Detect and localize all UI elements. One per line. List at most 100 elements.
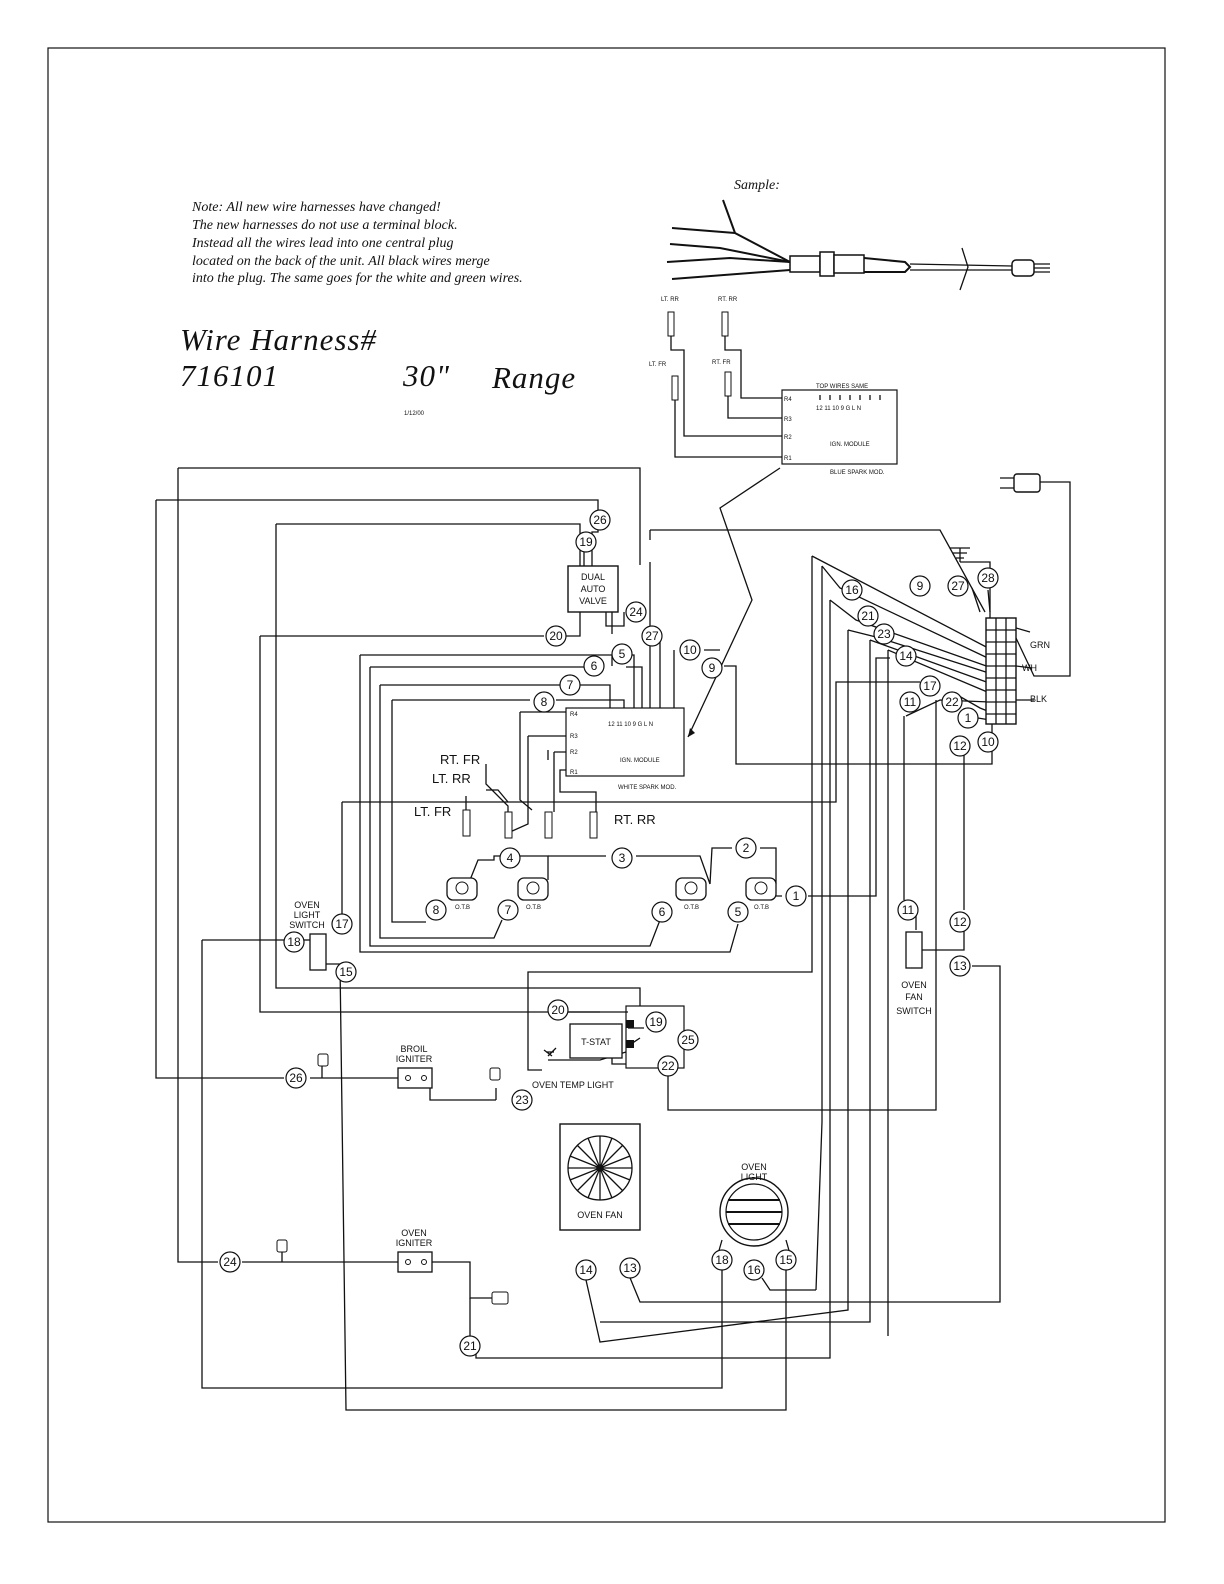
harness-title: Wire Harness# 716101 30" Range 1/12/00 <box>180 322 575 417</box>
wire-label-27: 27 <box>645 629 659 643</box>
wire-label-22: 22 <box>945 695 959 709</box>
wire-label-10: 10 <box>683 643 697 657</box>
electrode-rt-fr <box>544 811 553 839</box>
wire-marker-18: 18 <box>283 931 305 953</box>
oven-temp-light-label: OVEN TEMP LIGHT <box>532 1080 614 1090</box>
wire-marker-4: 4 <box>499 847 521 869</box>
wire-label-22b: 22 <box>661 1059 675 1073</box>
wire-marker-1b: 1 <box>957 707 979 729</box>
dual-valve-label-2: AUTO <box>581 584 606 594</box>
wire-marker-16b: 16 <box>743 1259 765 1281</box>
oven-fan-switch-label-1: OVEN <box>901 980 927 990</box>
wire-marker-13b: 13 <box>619 1257 641 1279</box>
blue-terminal-r4: R4 <box>784 397 792 403</box>
wire-marker-24b: 24 <box>219 1251 241 1273</box>
title-wire-harness: Wire Harness# <box>180 322 377 357</box>
white-terminal-r4: R4 <box>570 712 578 718</box>
burner-valve-lt-rr: O.T.B <box>517 877 549 911</box>
note-line-4: located on the back of the unit. All bla… <box>192 254 490 269</box>
wire-label-27b: 27 <box>951 579 965 593</box>
wire-marker-17b: 17 <box>331 913 353 935</box>
wire-marker-7: 7 <box>559 674 581 696</box>
burner-valve-label-1: O.T.B <box>455 905 470 911</box>
wire-label-5b: 5 <box>735 905 742 919</box>
burner-valve-label-4: O.T.B <box>754 905 769 911</box>
wire-label-21: 21 <box>861 609 875 623</box>
burner-valve-lt-fr: O.T.B <box>446 877 478 911</box>
oven-fan-switch-label-2: FAN <box>905 992 923 1002</box>
wire-marker-21: 21 <box>857 605 879 627</box>
blue-module-caption: BLUE SPARK MOD. <box>830 470 885 476</box>
wire-label-26b: 26 <box>289 1071 303 1085</box>
blue-electrode-lt-fr: LT. FR <box>649 362 667 368</box>
dual-auto-valve <box>567 565 619 613</box>
wire-marker-6b: 6 <box>651 901 673 923</box>
oven-light: OVEN LIGHT <box>717 1162 816 1291</box>
oven-light-switch: OVEN LIGHT SWITCH <box>289 900 327 971</box>
electrode-lt-rr-label: LT. RR <box>432 771 471 786</box>
sample-harness-drawing: Sample: <box>666 178 1050 291</box>
title-range-size: 30" <box>402 358 450 393</box>
wire-label-15b: 15 <box>779 1253 793 1267</box>
central-plug-block: GRN WH BLK <box>985 617 1050 725</box>
wire-label-24: 24 <box>629 605 643 619</box>
wire-label-13: 13 <box>953 959 967 973</box>
wire-marker-9b: 9 <box>909 575 931 597</box>
blue-module-name: IGN. MODULE <box>830 442 870 448</box>
wire-marker-23: 23 <box>873 623 895 645</box>
blue-spark-module-detail: LT. RR RT. RR LT. FR RT. FR TOP WIRES SA… <box>649 297 898 738</box>
wire-label-9b: 9 <box>917 579 924 593</box>
oven-igniter-label-2: IGNITER <box>396 1238 433 1248</box>
wire-marker-22b: 22 <box>657 1055 679 1077</box>
wire-label-1: 1 <box>793 889 800 903</box>
oven-igniter-label-1: OVEN <box>401 1228 427 1238</box>
note-line-5: into the plug. The same goes for the whi… <box>192 271 523 286</box>
wire-marker-28: 28 <box>977 567 999 589</box>
broil-igniter-label-1: BROIL <box>400 1044 427 1054</box>
white-spark-module <box>565 707 685 777</box>
oven-fan-switch: OVEN FAN SWITCH <box>896 931 932 1016</box>
wire-label-11: 11 <box>904 695 917 709</box>
harness-note: Note: All new wire harnesses have change… <box>191 200 523 286</box>
wire-label-16: 16 <box>845 583 859 597</box>
wire-marker-22: 22 <box>941 691 963 713</box>
wire-label-19b: 19 <box>649 1015 663 1029</box>
wire-label-2: 2 <box>743 841 750 855</box>
wire-marker-8: 8 <box>533 691 555 713</box>
dual-valve-label-1: DUAL <box>581 572 605 582</box>
wire-label-16b: 16 <box>747 1263 761 1277</box>
wire-marker-7b: 7 <box>497 899 519 921</box>
oven-fan-label: OVEN FAN <box>577 1210 623 1220</box>
wire-label-23b: 23 <box>515 1093 529 1107</box>
blue-terminal-r1: R1 <box>784 456 792 462</box>
wire-marker-21b: 21 <box>459 1335 481 1357</box>
wire-marker-14b: 14 <box>575 1259 597 1281</box>
burner-valve-rt-fr: O.T.B <box>675 877 707 911</box>
wire-label-3: 3 <box>619 851 626 865</box>
components: DUAL AUTO VALVE 12 11 10 9 G L N IGN. MO… <box>276 473 1050 1305</box>
dual-valve-label-3: VALVE <box>579 596 607 606</box>
wire-marker-20b: 20 <box>547 999 569 1021</box>
blue-module-header: TOP WIRES SAME <box>816 384 868 390</box>
wire-marker-18b: 18 <box>711 1249 733 1271</box>
wire-label-17b: 17 <box>335 917 349 931</box>
wire-label-24b: 24 <box>223 1255 237 1269</box>
wire-label-14b: 14 <box>579 1263 593 1277</box>
wire-label-7: 7 <box>567 678 574 692</box>
wire-marker-16: 16 <box>841 579 863 601</box>
oven-fan-switch-label-3: SWITCH <box>896 1006 932 1016</box>
broil-igniter-label-2: IGNITER <box>396 1054 433 1064</box>
wire-marker-1: 1 <box>785 885 807 907</box>
white-module-name: IGN. MODULE <box>620 758 660 764</box>
wire-label-26: 26 <box>593 513 607 527</box>
oven-light-switch-label-2: LIGHT <box>294 910 321 920</box>
wire-marker-10: 10 <box>679 639 701 661</box>
blue-module-pins: 12 11 10 9 G L N <box>816 406 861 412</box>
oven-igniter: OVEN IGNITER <box>276 1228 509 1305</box>
white-terminal-r3: R3 <box>570 734 578 740</box>
title-harness-number: 716101 <box>180 358 279 393</box>
wire-marker-11b: 11 <box>897 899 919 921</box>
wire-label-21b: 21 <box>463 1339 477 1353</box>
